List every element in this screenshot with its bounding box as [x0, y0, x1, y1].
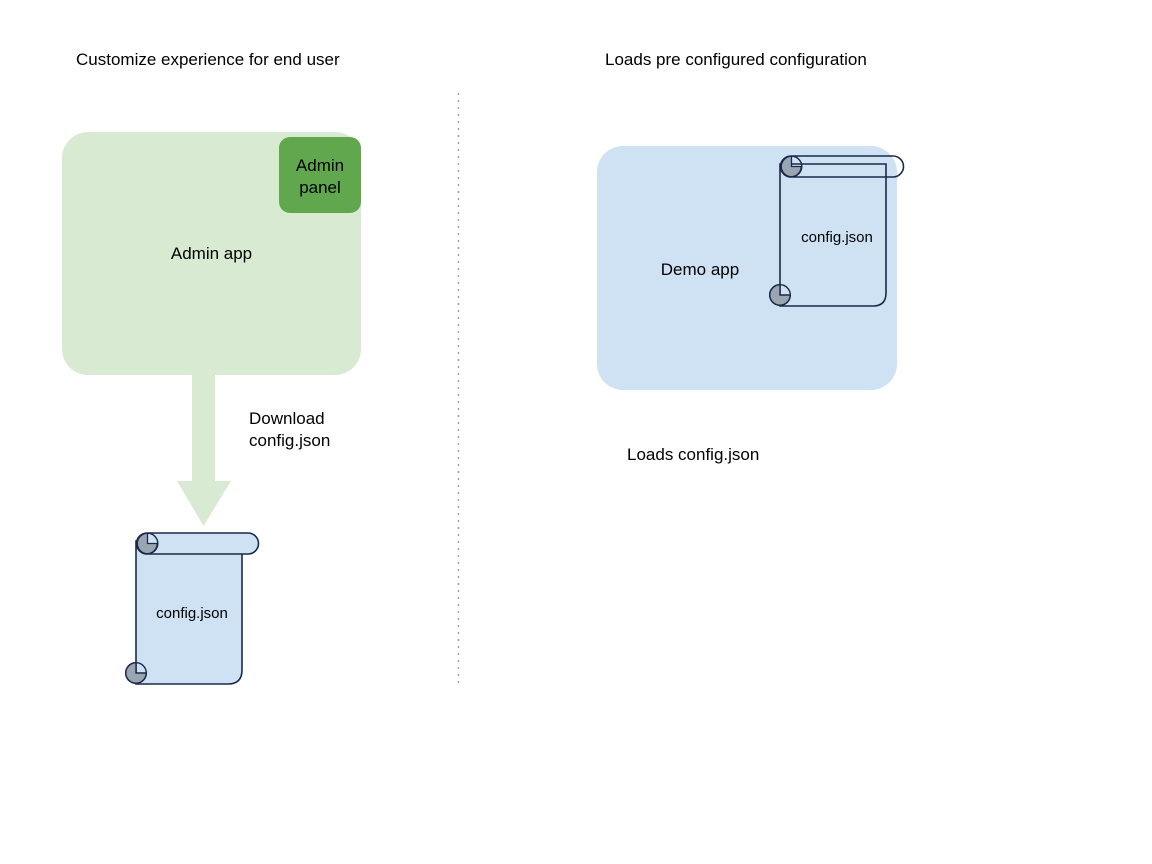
- admin-app-label: Admin app: [170, 244, 253, 263]
- left-section-title: Customize experience for end user: [76, 50, 340, 69]
- download-arrow-label-line1: Download: [249, 409, 325, 428]
- scroll-body-left: [135, 540, 243, 685]
- scroll-label-left: config.json: [156, 605, 228, 622]
- admin-panel-label-line1: Admin: [295, 156, 345, 175]
- scroll-label-right: config.json: [801, 229, 873, 246]
- download-arrow: [177, 360, 231, 526]
- scroll-top-knob-outline-right: [780, 155, 803, 178]
- scroll-bottom-knob-outline-right: [769, 284, 792, 307]
- loads-config-caption: Loads config.json: [627, 445, 760, 464]
- admin-panel-box[interactable]: [279, 137, 361, 213]
- demo-app-box[interactable]: [597, 146, 897, 390]
- config-json-scroll-left[interactable]: [124, 532, 260, 685]
- admin-panel-label-line2: panel: [299, 178, 341, 197]
- scroll-top-knob-outline-left: [136, 532, 159, 555]
- scroll-bottom-knob-outline-left: [124, 662, 147, 685]
- scroll-body-right: [779, 163, 887, 307]
- right-section-title: Loads pre configured configuration: [605, 50, 867, 69]
- demo-app-label: Demo app: [660, 260, 740, 279]
- config-json-scroll-right[interactable]: [769, 155, 905, 307]
- download-arrow-label-line2: config.json: [249, 431, 331, 450]
